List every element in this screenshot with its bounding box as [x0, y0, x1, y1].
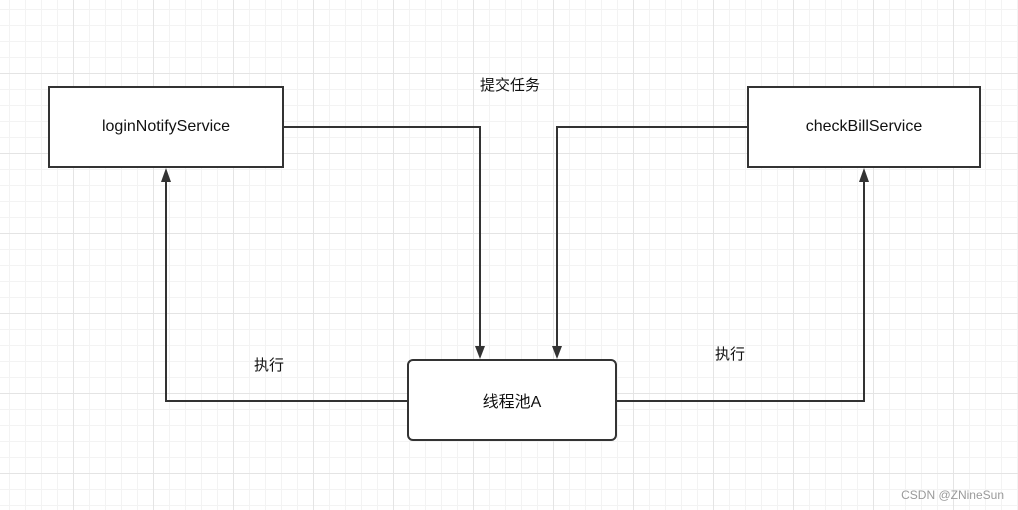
node-check-bill-service[interactable]: checkBillService — [747, 86, 981, 168]
submit-arrowhead-left — [475, 346, 485, 359]
execute-connector-right — [616, 180, 865, 402]
execute-arrowhead-right — [859, 168, 869, 182]
node-thread-pool-a-label: 线程池A — [482, 394, 542, 411]
node-check-bill-service-label: checkBillService — [805, 118, 923, 135]
submit-arrowhead-right — [552, 346, 562, 359]
execute-connector-left — [165, 180, 408, 402]
node-login-notify-service[interactable]: loginNotifyService — [48, 86, 284, 168]
edge-label-execute-right: 执行 — [715, 346, 746, 363]
submit-connector-right — [556, 126, 748, 348]
node-thread-pool-a[interactable]: 线程池A — [407, 359, 617, 441]
node-login-notify-service-label: loginNotifyService — [101, 118, 231, 135]
watermark: CSDN @ZNineSun — [901, 488, 1004, 502]
edge-label-execute-left: 执行 — [254, 357, 285, 374]
edge-label-submit-task: 提交任务 — [480, 77, 541, 94]
execute-arrowhead-left — [161, 168, 171, 182]
submit-connector-left — [283, 126, 481, 348]
